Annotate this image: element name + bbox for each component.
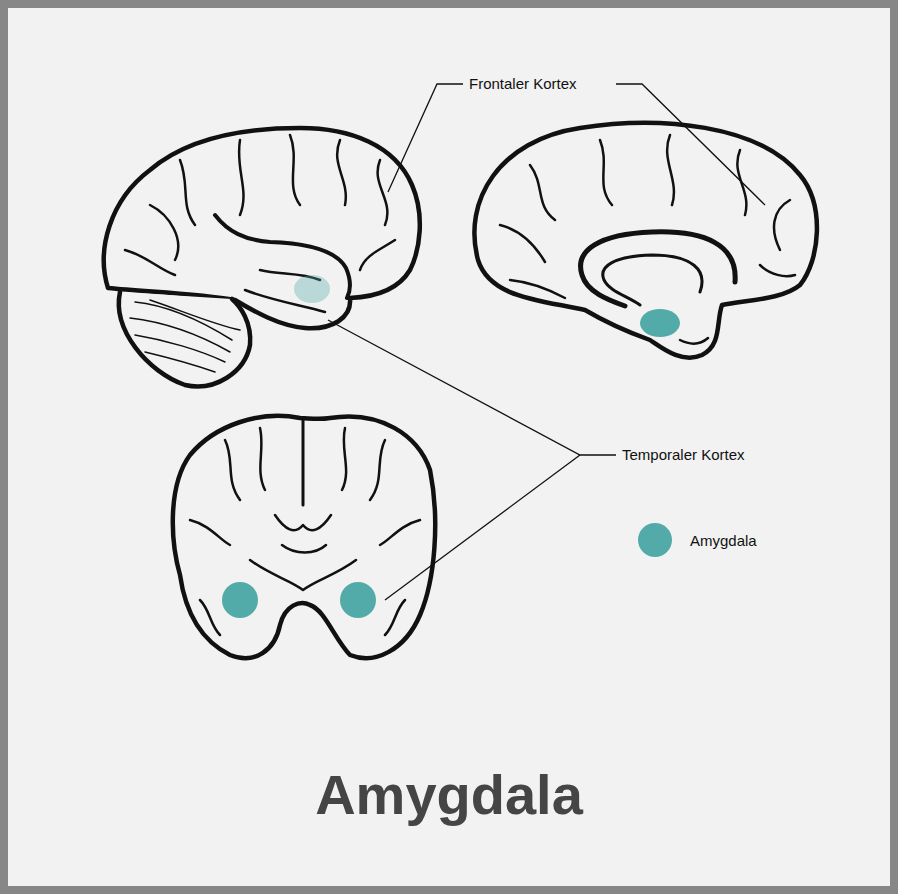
amygdala-left: [222, 582, 258, 618]
sulcus: [125, 135, 395, 312]
fornix: [603, 255, 702, 305]
region-label: Frontaler Kortex: [466, 74, 580, 94]
cerebellum: [119, 292, 250, 386]
amygdala-lateral: [294, 275, 330, 303]
leader-line: [616, 84, 765, 205]
region-label: Temporaler Kortex: [619, 445, 748, 465]
sylvian-fissure: [215, 215, 350, 298]
legend-text: Amygdala: [687, 531, 760, 551]
brain-outline: [173, 416, 435, 658]
cerebellum-folia: [130, 300, 240, 372]
lateral-brain: [104, 128, 420, 386]
frame: [4, 4, 894, 890]
leader-line: [328, 320, 616, 455]
midline-fissure: [302, 420, 305, 505]
leader-lines: [328, 84, 765, 600]
sulcus: [500, 135, 795, 344]
title: Amygdala: [0, 763, 898, 827]
amygdala-medial: [640, 309, 680, 337]
sulcus: [190, 428, 420, 635]
amygdala-right: [340, 582, 376, 618]
leader-line: [385, 455, 580, 600]
corpus-callosum: [581, 232, 736, 306]
ventricles: [250, 515, 356, 590]
coronal-brain: [173, 416, 435, 658]
leader-line: [388, 84, 463, 192]
medial-brain: [474, 123, 817, 358]
legend-swatch: [638, 523, 672, 557]
brain-outline: [474, 123, 817, 358]
